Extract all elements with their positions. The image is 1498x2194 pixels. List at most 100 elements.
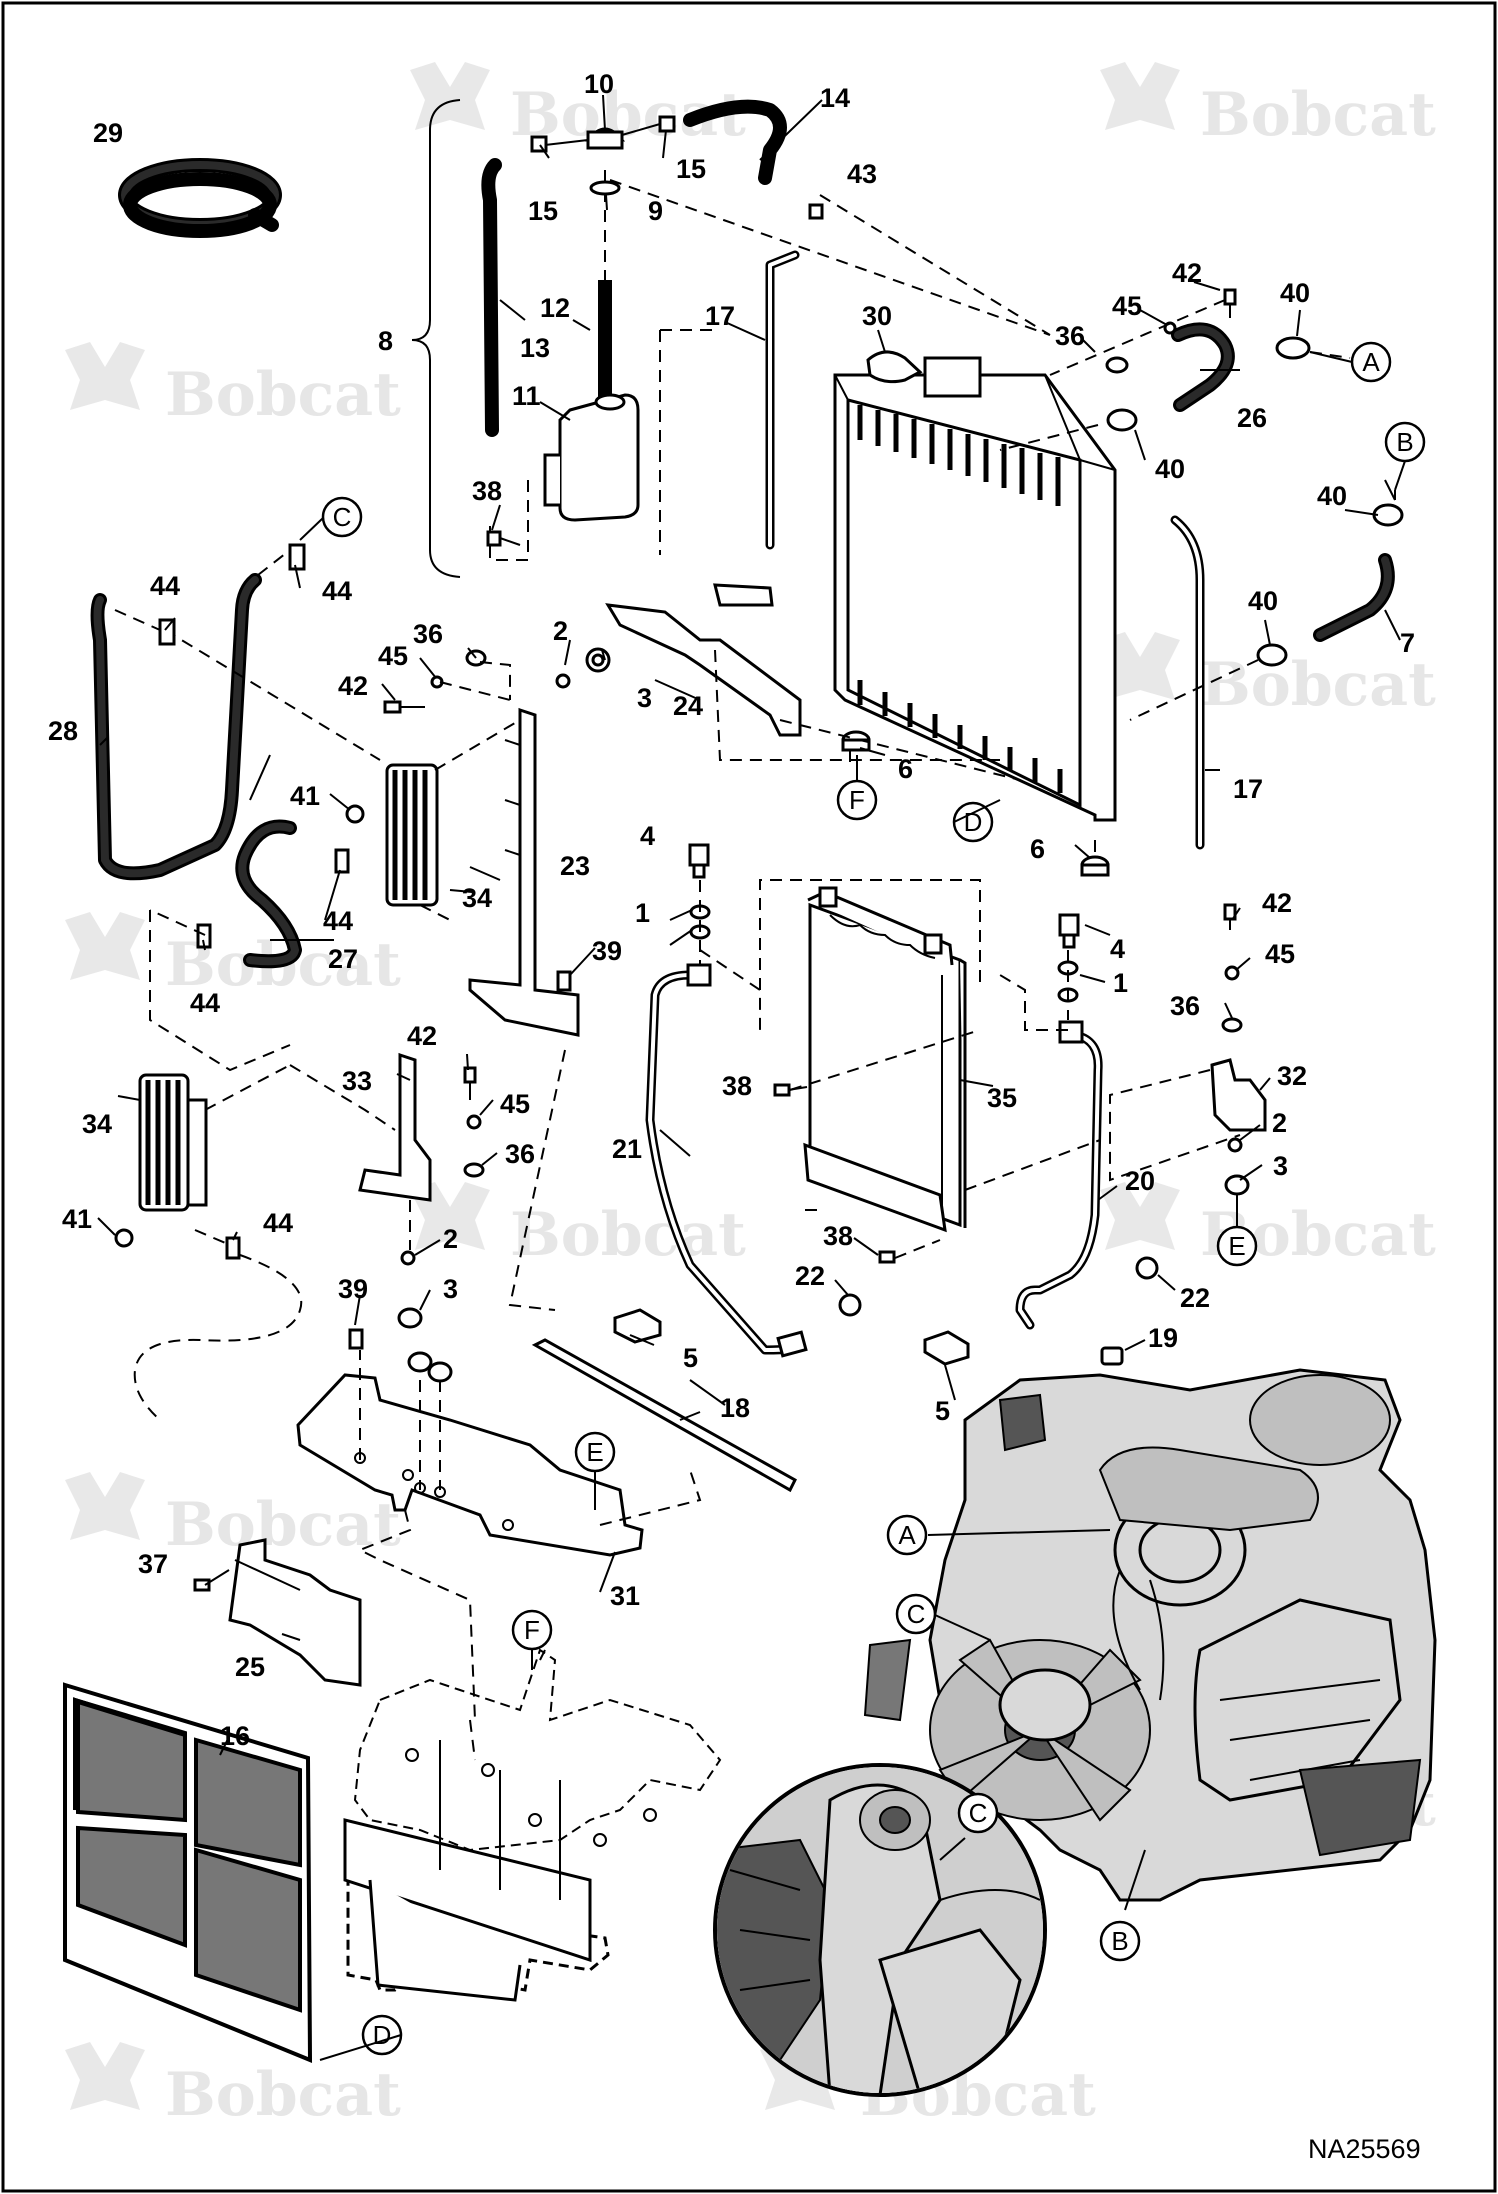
engine-assembly	[928, 1368, 1437, 1902]
engine-air-cleaner	[1249, 1374, 1391, 1466]
part-30-radiator	[833, 350, 1117, 822]
part-28-hose	[90, 573, 262, 881]
part-40-clamp	[1372, 503, 1404, 527]
part-34-oil-cooler	[385, 763, 439, 907]
label-11: 11	[512, 381, 541, 411]
label-9: 9	[648, 196, 663, 226]
part-6-mount	[841, 730, 871, 752]
label-31: 31	[610, 1581, 640, 1611]
label-19: 19	[1148, 1323, 1178, 1353]
part-23-bracket	[468, 707, 580, 1037]
callout-a: A	[1350, 341, 1392, 383]
watermark-8: Bobcat	[65, 1472, 401, 1560]
label-29: 29	[93, 118, 123, 148]
label-42: 42	[407, 1021, 437, 1051]
label-39: 39	[592, 936, 622, 966]
watermark-text: Bobcat	[510, 1200, 746, 1270]
svg-text:C: C	[907, 1599, 926, 1629]
callout-b-leader	[1124, 1849, 1146, 1911]
part-11-overflow-tank	[543, 393, 640, 522]
watermark-text: Bobcat	[165, 1490, 401, 1560]
part-4-fitting	[688, 843, 710, 879]
watermark-2: Bobcat	[1100, 62, 1436, 150]
label-16: 16	[220, 1721, 250, 1751]
part-8-bracket	[411, 99, 461, 578]
label-26: 26	[1237, 403, 1267, 433]
label-40: 40	[1317, 481, 1347, 511]
svg-text:F: F	[524, 1615, 540, 1645]
label-38: 38	[472, 476, 502, 506]
label-10: 10	[584, 69, 614, 99]
callout-b: B	[1384, 421, 1426, 463]
label-45: 45	[1265, 939, 1295, 969]
drawing-reference-number: NA25569	[1308, 2134, 1421, 2164]
label-42: 42	[1172, 258, 1202, 288]
callout-b: B	[1099, 1920, 1141, 1962]
label-42: 42	[1262, 888, 1292, 918]
svg-text:A: A	[898, 1520, 916, 1550]
part-32-bracket	[1210, 1058, 1267, 1132]
label-17: 17	[1233, 774, 1263, 804]
part-44-clamp	[158, 618, 176, 646]
label-13: 13	[520, 333, 550, 363]
label-44: 44	[323, 906, 353, 936]
label-38: 38	[823, 1221, 853, 1251]
label-28: 28	[48, 716, 78, 746]
label-36: 36	[1055, 321, 1085, 351]
label-12: 12	[540, 293, 570, 323]
label-34: 34	[462, 883, 492, 913]
part-38-screw	[773, 1083, 791, 1097]
part-31-plate	[296, 1373, 644, 1557]
label-37: 37	[138, 1549, 168, 1579]
label-45: 45	[1112, 291, 1142, 321]
part-20-fitting	[1058, 1020, 1084, 1044]
label-41: 41	[62, 1204, 92, 1234]
watermark-text: Bobcat	[1200, 650, 1436, 720]
callout-c-leader	[934, 1614, 991, 1641]
part-41-fitting	[114, 1228, 134, 1248]
part-36-washer	[1105, 356, 1129, 374]
callout-a: A	[886, 1514, 928, 1556]
watermark-1: Bobcat	[410, 62, 746, 150]
svg-text:E: E	[1228, 1231, 1245, 1261]
part-4-fitting	[1058, 913, 1080, 949]
callout-d: D	[952, 801, 994, 843]
callout-c: C	[957, 1792, 999, 1834]
label-15: 15	[676, 154, 706, 184]
part-29-coiled-hose	[118, 158, 282, 238]
part-18-seal-strip	[531, 1338, 797, 1493]
part-22-nut	[838, 1293, 862, 1317]
label-22: 22	[795, 1261, 825, 1291]
label-38: 38	[722, 1071, 752, 1101]
label-2: 2	[443, 1224, 458, 1254]
part-9-washer	[589, 180, 621, 196]
label-33: 33	[342, 1066, 372, 1096]
part-42-screw	[463, 1066, 477, 1100]
part-25-cover	[228, 1538, 362, 1687]
part-42-screw	[1223, 903, 1237, 930]
part-40-clamp	[1256, 643, 1288, 667]
part-21-fitting	[776, 1330, 808, 1358]
part-40-clamp	[1106, 408, 1138, 432]
watermark-4: Bobcat	[1100, 632, 1436, 720]
part-21-tube	[645, 970, 805, 1355]
part-3-grommet	[1224, 1174, 1250, 1196]
part-38-screw	[486, 530, 521, 547]
callout-e: E	[574, 1431, 616, 1473]
watermark-7: Bobcat	[1100, 1182, 1436, 1270]
watermark-6: Bobcat	[410, 1182, 746, 1270]
label-7: 7	[1400, 628, 1415, 658]
label-3: 3	[443, 1274, 458, 1304]
label-3: 3	[637, 683, 652, 713]
callout-f: F	[511, 1609, 553, 1651]
label-5: 5	[683, 1343, 698, 1373]
label-44: 44	[263, 1208, 293, 1238]
label-44: 44	[322, 576, 352, 606]
label-14: 14	[820, 83, 850, 113]
engine-fan-pulley	[998, 1668, 1092, 1742]
part-21-fitting	[686, 963, 712, 987]
part-3-grommet	[407, 1351, 433, 1373]
part-22-nut	[1135, 1256, 1159, 1280]
label-20: 20	[1125, 1166, 1155, 1196]
